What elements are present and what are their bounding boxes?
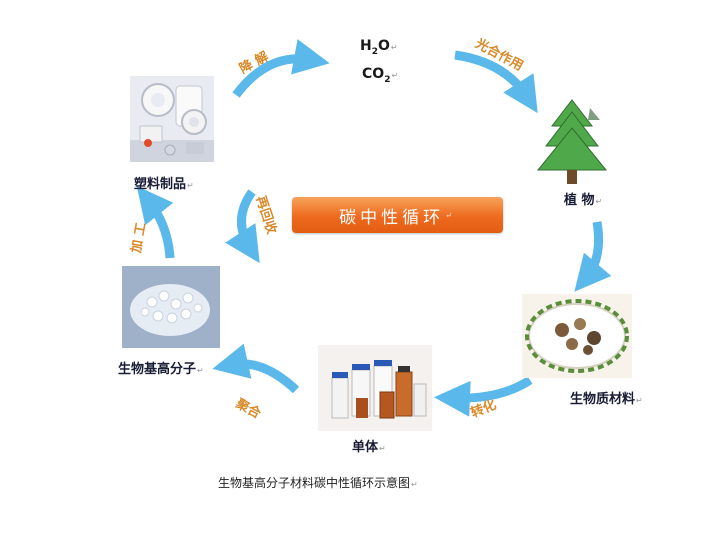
center-title: 碳中性循环 [339,207,445,228]
node-monomer: 单体↵ [352,440,386,455]
arrow-plants-to-biomass [574,221,612,292]
polymer-granules-image [122,266,220,348]
node-plastic-products: 塑料制品↵ [134,177,194,192]
figure-caption: 生物基高分子材料碳中性循环示意图↵ [218,476,418,490]
plastic-products-image [130,76,214,162]
arrow-degradation [232,39,330,98]
arrow-polymerization [212,343,300,394]
node-plants: 植 物↵ [564,193,603,208]
node-biomass: 生物质材料↵ [570,392,643,407]
center-title-box: 碳中性循环↵ [292,197,503,233]
water-formula: H2O↵ [360,38,398,57]
arrow-recycling [225,189,260,264]
tree-image [536,99,608,184]
arrow-processing [136,185,175,259]
arrow-conversion [434,376,533,417]
monomer-bottles-image [318,345,432,431]
arrow-photosynthesis [454,50,538,114]
biomass-image [522,294,632,378]
co2-formula: CO2↵ [362,66,399,85]
node-bio-polymer: 生物基高分子↵ [118,362,204,377]
